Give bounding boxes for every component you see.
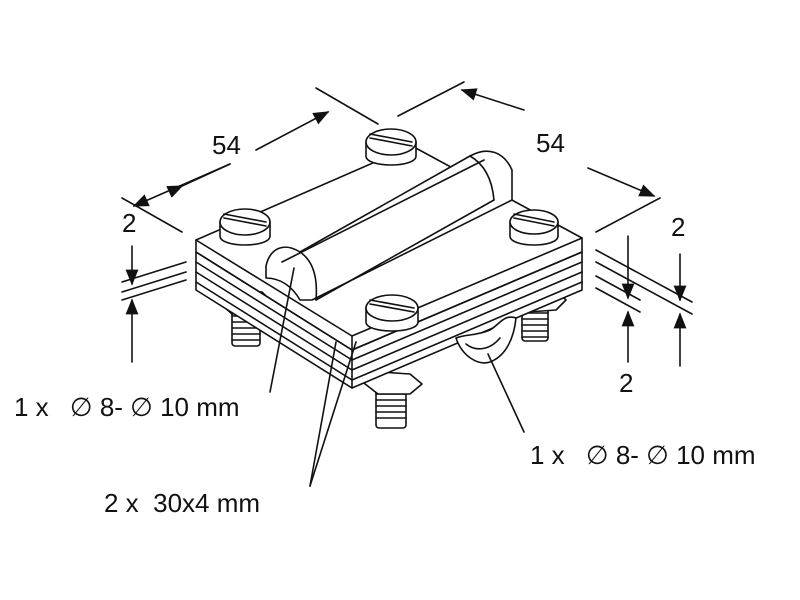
dim-label-width-left: 54 — [212, 130, 241, 160]
leader-strip-2 — [309, 341, 357, 487]
top-screw-front — [365, 294, 419, 332]
dim-label-plate-left: 2 — [122, 208, 136, 238]
leader-conductor-left — [269, 267, 295, 393]
callout-conductor-right: 1 x ∅ 8- ∅ 10 mm — [530, 440, 756, 471]
dim-label-plate-right-top: 2 — [671, 212, 685, 242]
dimension-left-54 — [121, 87, 379, 233]
leader-strip-1 — [309, 341, 337, 487]
leader-conductor-right — [487, 353, 525, 433]
top-screw-left — [219, 208, 271, 246]
dim-label-width-right: 54 — [536, 128, 565, 158]
top-screw-back — [365, 128, 417, 166]
lower-saddle — [455, 316, 517, 364]
dim-label-plate-right-bottom: 2 — [619, 368, 633, 398]
bottom-bolt-right — [521, 306, 549, 342]
dimension-left-2 — [121, 245, 187, 363]
top-saddle — [265, 150, 513, 301]
dimension-right-54 — [397, 81, 661, 233]
dimension-right-2 — [595, 235, 693, 367]
callout-conductor-left: 1 x ∅ 8- ∅ 10 mm — [14, 392, 240, 423]
top-screw-right — [509, 209, 559, 246]
callout-strips: 2 x 30x4 mm — [104, 488, 260, 518]
